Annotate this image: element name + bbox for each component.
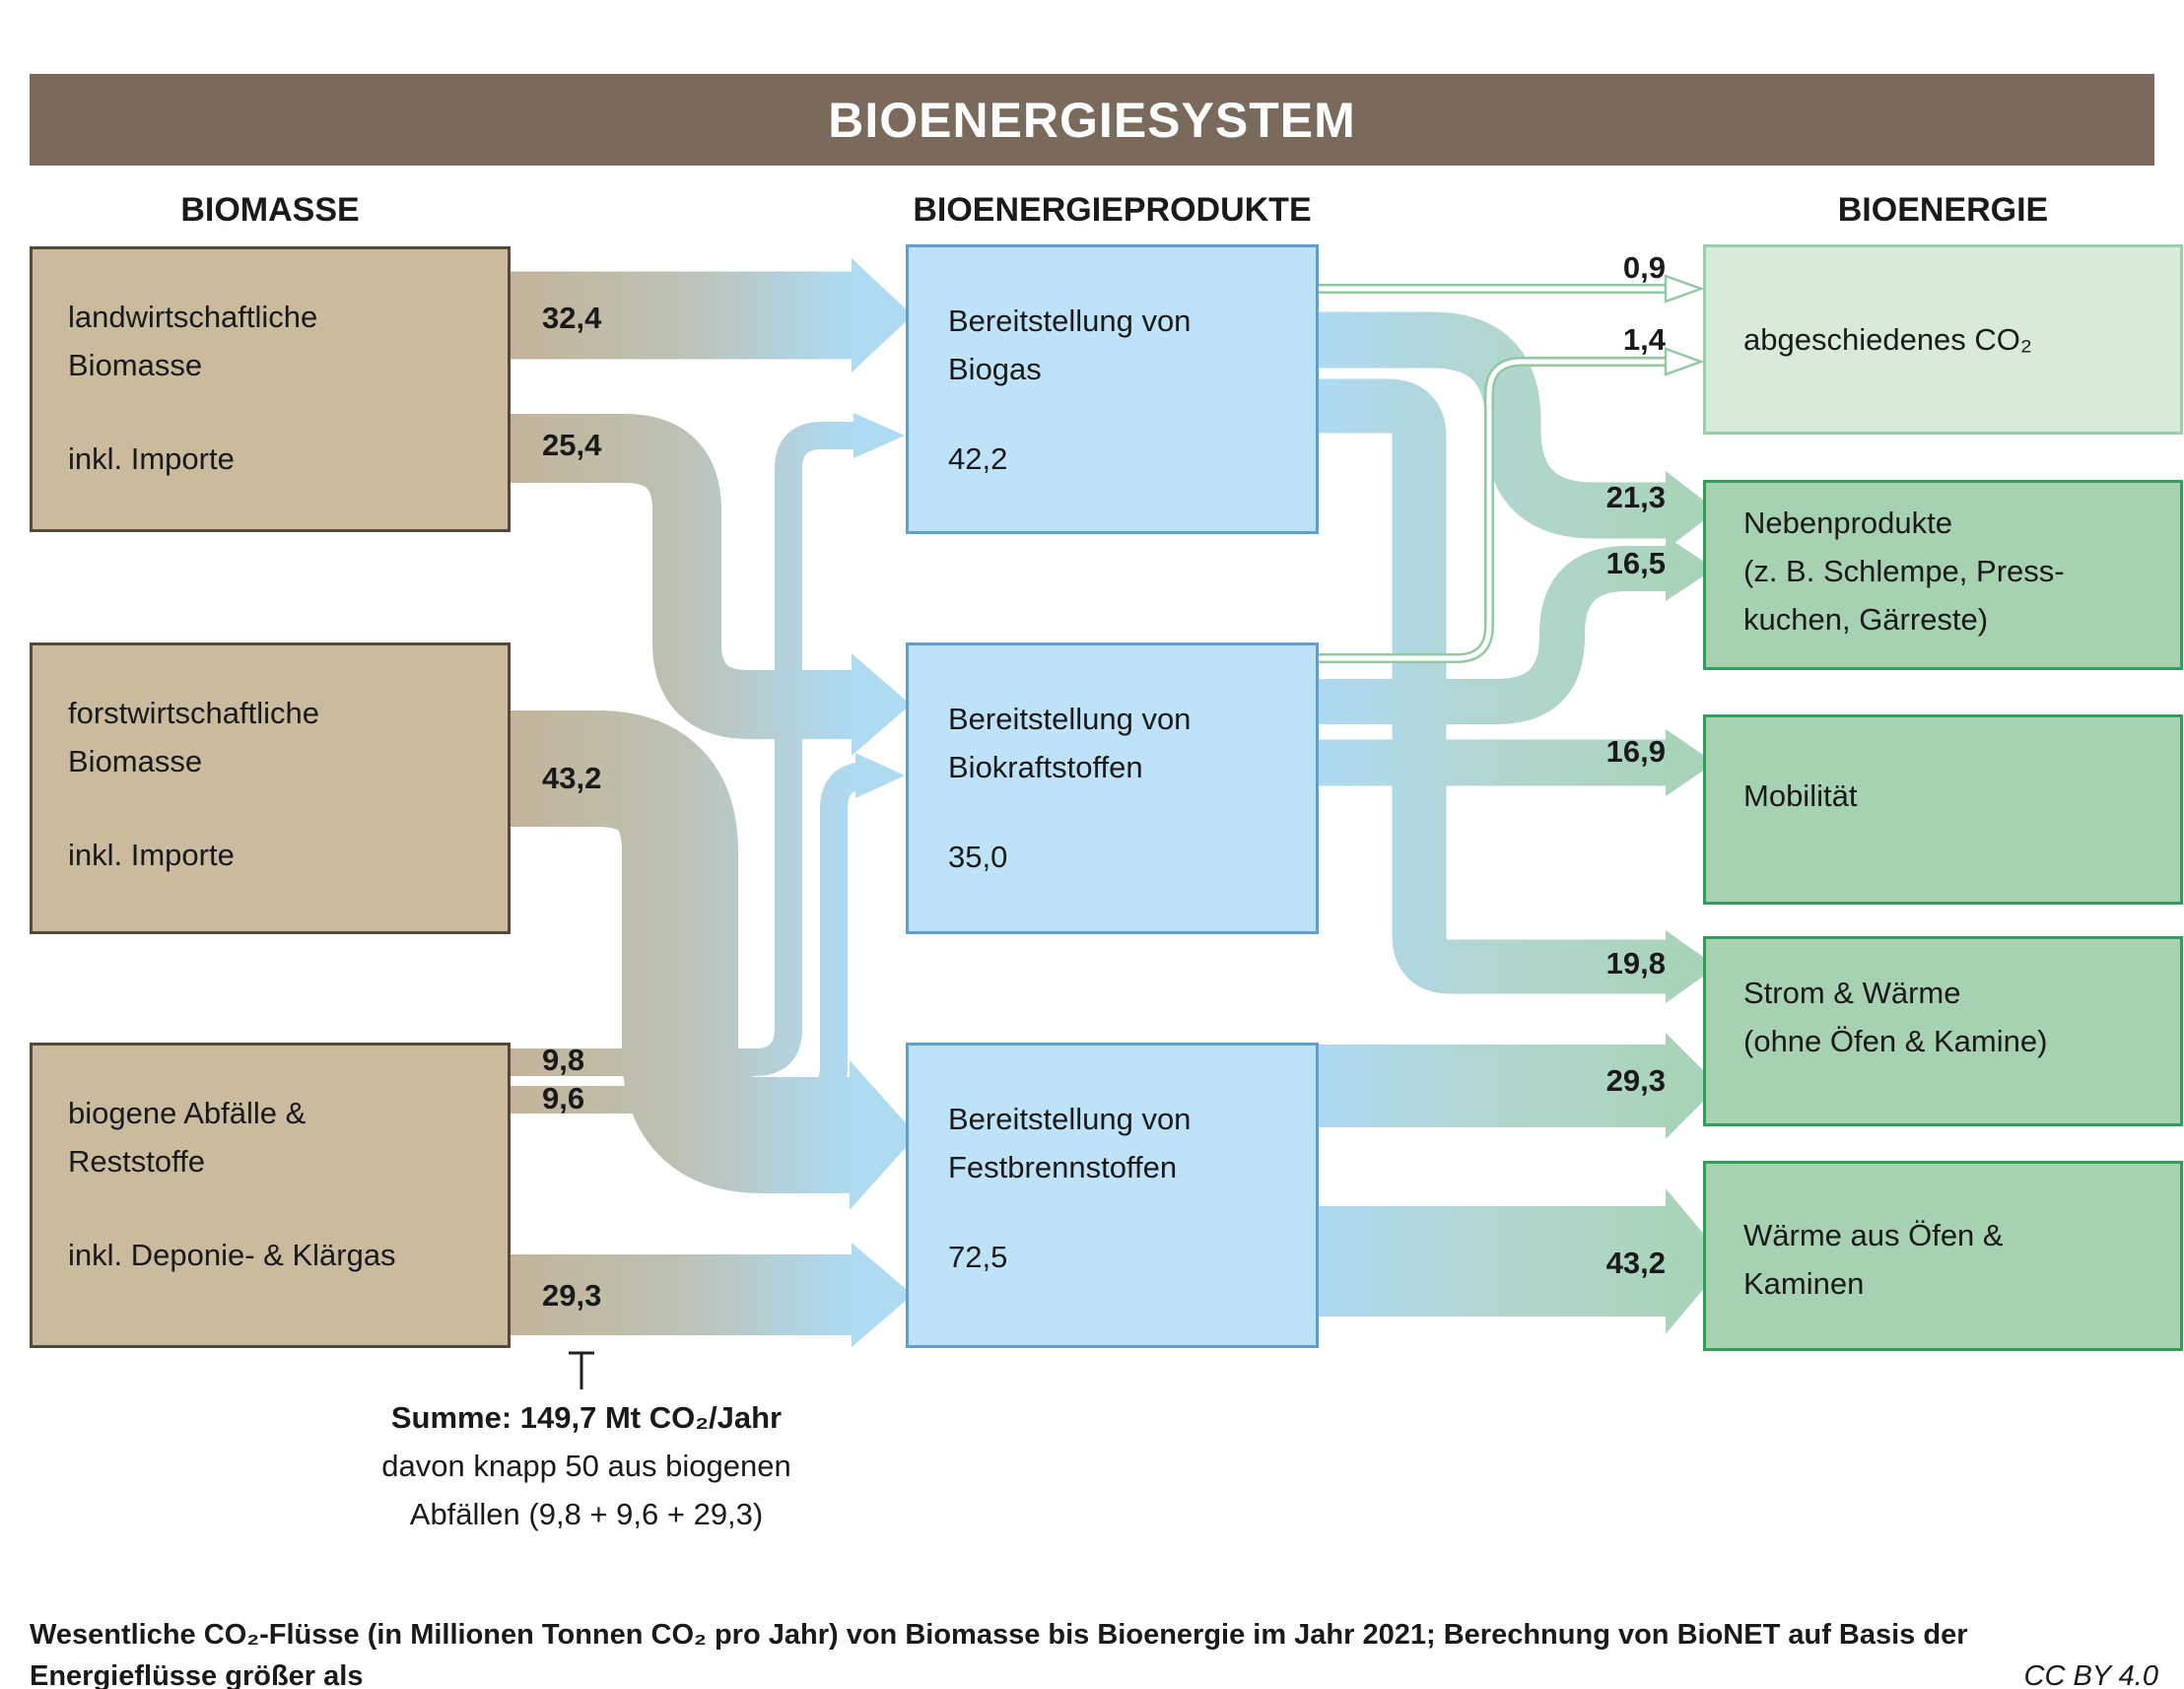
sum-annotation: Summe: 149,7 Mt CO₂/Jahr davon knapp 50 … <box>286 1393 887 1538</box>
node-power-and-heat: Strom & Wärme (ohne Öfen & Kamine) <box>1703 936 2183 1126</box>
flow-solidfuel-to-power <box>1319 1033 1719 1139</box>
flow-biogas-to-power <box>1319 378 1717 1003</box>
node-title: Bereitstellung von <box>948 1102 1192 1136</box>
page-title: BIOENERGIESYSTEM <box>828 92 1356 148</box>
flow-biowaste-to-biogas <box>511 413 905 1076</box>
flow-value-label: 0,9 <box>1622 250 1666 285</box>
flow-value-label: 21,3 <box>1605 480 1666 514</box>
flow-value-label: 16,9 <box>1605 734 1666 769</box>
node-title: Wärme aus Öfen & <box>1743 1218 2004 1252</box>
node-title: Biokraftstoffen <box>948 750 1143 784</box>
node-solidfuel-provision: Bereitstellung von Festbrennstoffen 72,5 <box>906 1043 1319 1348</box>
flow-value-label: 29,3 <box>1605 1063 1666 1098</box>
header-bar: BIOENERGIESYSTEM <box>30 74 2154 166</box>
node-title: Bereitstellung von <box>948 304 1192 338</box>
flow-value-label: 16,5 <box>1605 546 1666 580</box>
node-title: Biomasse <box>68 348 203 382</box>
node-title: Biogas <box>948 352 1042 386</box>
node-value: 42,2 <box>948 441 1008 476</box>
flow-biogas-to-byproducts <box>1319 311 1717 550</box>
flow-value-label: 29,3 <box>542 1278 602 1313</box>
figure-caption: Wesentliche CO₂-Flüsse (in Millionen Ton… <box>30 1614 2158 1689</box>
flow-value-label: 9,8 <box>542 1043 585 1077</box>
node-byproducts: Nebenprodukte (z. B. Schlempe, Press- ku… <box>1703 480 2183 670</box>
flow-value-label: 25,4 <box>542 428 602 462</box>
node-mobility: Mobilität <box>1703 714 2183 905</box>
flow-biofuel-to-mobility <box>1319 729 1715 796</box>
flow-value-label: 43,2 <box>1605 1246 1666 1280</box>
flow-value-label: 1,4 <box>1622 322 1666 357</box>
flow-value-label: 32,4 <box>542 301 602 335</box>
flow-solidfuel-to-stoveheat <box>1319 1188 1727 1334</box>
column-header-bioenergie: BIOENERGIE <box>1837 191 2049 229</box>
node-subtitle: Kaminen <box>1743 1266 1865 1301</box>
license-label: CC BY 4.0 <box>2023 1660 2158 1689</box>
node-title: Bereitstellung von <box>948 702 1192 736</box>
node-subtitle: inkl. Importe <box>68 838 235 872</box>
flow-biogas-to-co2 <box>1319 274 1705 304</box>
node-biofuel-provision: Bereitstellung von Biokraftstoffen 35,0 <box>906 642 1319 934</box>
node-subtitle: inkl. Deponie- & Klärgas <box>68 1238 396 1272</box>
node-subtitle: kuchen, Gärreste) <box>1743 602 1989 637</box>
flow-value-label: 43,2 <box>542 761 602 795</box>
flow-forest-to-solidfuel <box>511 710 917 1210</box>
flow-agri-to-biofuel <box>511 414 911 756</box>
node-subtitle: (z. B. Schlempe, Press- <box>1743 554 2065 588</box>
node-subtitle: (ohne Öfen & Kamine) <box>1743 1024 2048 1058</box>
node-title: Reststoffe <box>68 1144 206 1179</box>
node-captured-co2: abgeschiedenes CO₂ <box>1703 244 2183 435</box>
node-value: 35,0 <box>948 840 1008 874</box>
node-value: 72,5 <box>948 1240 1008 1274</box>
flow-value-label: 19,8 <box>1605 946 1666 980</box>
flow-biofuel-to-co2 <box>1319 347 1705 663</box>
sum-note: Abfällen (9,8 + 9,6 + 29,3) <box>409 1497 764 1531</box>
flow-biofuel-to-byproducts <box>1319 536 1715 724</box>
flow-value-label: 9,6 <box>542 1081 585 1115</box>
flow-biowaste-to-solidfuel <box>511 1243 913 1347</box>
sum-note: davon knapp 50 aus biogenen <box>381 1449 791 1483</box>
node-title: Mobilität <box>1743 778 1858 813</box>
node-forestry-biomass: forstwirtschaftliche Biomasse inkl. Impo… <box>30 642 511 934</box>
node-title: landwirtschaftliche <box>68 300 318 334</box>
sum-tick-mark <box>569 1351 594 1389</box>
sum-total: Summe: 149,7 Mt CO₂/Jahr <box>390 1400 783 1435</box>
node-title: abgeschiedenes CO₂ <box>1743 322 2032 357</box>
node-biogenic-waste: biogene Abfälle & Reststoffe inkl. Depon… <box>30 1043 511 1348</box>
node-title: forstwirtschaftliche <box>68 696 319 730</box>
node-title: Biomasse <box>68 744 203 778</box>
node-title: Strom & Wärme <box>1743 976 1961 1010</box>
node-biogas-provision: Bereitstellung von Biogas 42,2 <box>906 244 1319 534</box>
node-stove-heat: Wärme aus Öfen & Kaminen <box>1703 1161 2183 1351</box>
node-title: Nebenprodukte <box>1743 506 1952 540</box>
node-subtitle: inkl. Importe <box>68 441 235 476</box>
node-title: biogene Abfälle & <box>68 1096 307 1130</box>
caption-text: Wesentliche CO₂-Flüsse (in Millionen Ton… <box>30 1619 1968 1689</box>
column-header-biomasse: BIOMASSE <box>180 191 360 229</box>
flow-agri-to-biogas <box>511 258 913 372</box>
node-agricultural-biomass: landwirtschaftliche Biomasse inkl. Impor… <box>30 246 511 532</box>
node-title: Festbrennstoffen <box>948 1150 1178 1184</box>
column-header-bioenergieprodukte: BIOENERGIEPRODUKTE <box>913 191 1312 229</box>
